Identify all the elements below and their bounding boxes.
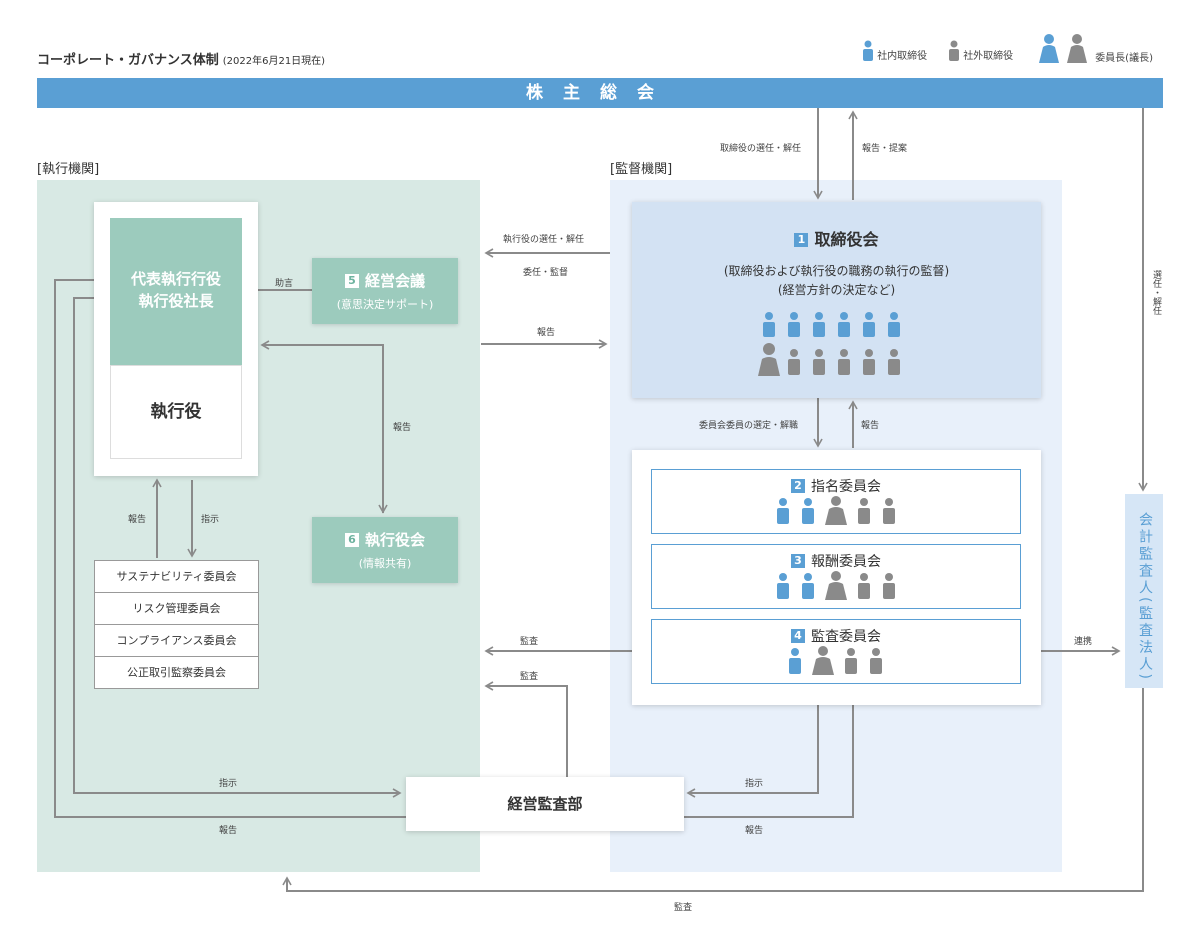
label-instruct-dept: 指示 (219, 779, 238, 789)
label-audit-bottom: 監査 (674, 903, 693, 913)
legend-chair: 委員長(議長) (1036, 34, 1153, 64)
shareholders-meeting-banner: 株主総会 (37, 78, 1163, 108)
label-audit-2: 監査 (520, 672, 539, 682)
board-members-icon (757, 312, 900, 376)
ceo-box: 代表執行行役 執行役社長 (110, 218, 242, 365)
label-report-committee: 報告 (745, 826, 764, 836)
number-badge: 2 (791, 479, 805, 493)
number-badge: 3 (791, 554, 805, 568)
legend-external: 社外取締役 (948, 40, 1013, 62)
label-report-sub: 報告 (128, 515, 147, 525)
supervision-panel-label: [監督機関] (610, 162, 673, 177)
management-meeting-sub: (意思決定サポート) (336, 298, 434, 311)
label-delegate-supervise: 委任・監督 (523, 268, 569, 278)
management-meeting-title: 5 経営会議 (312, 270, 458, 291)
list-item: コンプライアンス委員会 (95, 625, 258, 657)
audit-committee: 4 監査委員会 (651, 619, 1021, 684)
label-report-to-board: 報告 (537, 328, 556, 338)
nomination-title-text: 指名委員会 (811, 479, 881, 495)
label-instruct-sub: 指示 (201, 515, 220, 525)
label-instruct-committee: 指示 (745, 779, 764, 789)
date-note: (2022年6月21日現在) (222, 56, 326, 67)
label-officer-select: 執行役の選任・解任 (503, 235, 585, 245)
label-director-select: 取締役の選任・解任 (720, 144, 802, 154)
audit-title: 4 監査委員会 (652, 626, 1020, 646)
number-badge: 6 (344, 533, 359, 547)
execution-panel-label: [執行機関] (37, 162, 100, 177)
nomination-committee: 2 指名委員会 (651, 469, 1021, 534)
external-auditor-label: 会計監査人(監査法人) (1137, 512, 1153, 682)
legend-internal-label: 社内取締役 (877, 51, 928, 62)
list-item: リスク管理委員会 (95, 593, 258, 625)
officers-box: 執行役 (110, 365, 242, 459)
number-badge: 5 (344, 274, 359, 288)
ceo-title-2: 執行役社長 (138, 292, 214, 310)
list-item: サステナビリティ委員会 (95, 561, 258, 593)
audit-title-text: 監査委員会 (811, 629, 881, 645)
compensation-title: 3 報酬委員会 (652, 551, 1020, 571)
board-box: 1 取締役会 (取締役および執行役の職務の執行の監督) (経営方針の決定など) (632, 202, 1041, 398)
compensation-committee: 3 報酬委員会 (651, 544, 1021, 609)
person-blue-icon (863, 40, 873, 61)
chair-persons-icon (1039, 34, 1087, 63)
audit-department-box: 経営監査部 (406, 777, 684, 831)
officers-meeting-sub: (情報共有) (358, 557, 412, 570)
nomination-title: 2 指名委員会 (652, 476, 1020, 496)
label-select-dismiss: 選任・解任 (1151, 270, 1161, 315)
ceo-title-1: 代表執行行役 (130, 270, 221, 288)
number-badge: 1 (794, 233, 809, 247)
number-badge: 4 (791, 629, 805, 643)
compensation-members-icon (777, 571, 895, 600)
label-report-committees: 報告 (861, 421, 880, 431)
label-collab: 連携 (1074, 637, 1093, 647)
person-gray-icon (949, 40, 959, 61)
label-advice: 助言 (275, 279, 294, 289)
management-meeting-box: 5 経営会議 (意思決定サポート) (312, 258, 458, 324)
title-text: コーポレート・ガバナンス体制 (37, 53, 219, 68)
officers-meeting-box: 6 執行役会 (情報共有) (312, 517, 458, 583)
legend-chair-label: 委員長(議長) (1095, 53, 1153, 64)
board-sub2: (経営方針の決定など) (777, 283, 896, 297)
board-sub1: (取締役および執行役の職務の執行の監督) (723, 264, 950, 278)
officers-meeting-title-text: 執行役会 (364, 531, 425, 549)
nomination-members-icon (777, 496, 895, 525)
officers-meeting-title: 6 執行役会 (312, 529, 458, 550)
compensation-title-text: 報酬委員会 (811, 554, 881, 570)
label-report-dept: 報告 (219, 826, 238, 836)
label-audit-1: 監査 (520, 637, 539, 647)
page-title: コーポレート・ガバナンス体制(2022年6月21日現在) (37, 49, 325, 68)
audit-members-icon (789, 646, 882, 675)
list-item: 公正取引監察委員会 (127, 666, 226, 679)
sub-committees-list: サステナビリティ委員会 リスク管理委員会 コンプライアンス委員会 公正取引監察委… (94, 560, 259, 689)
legend-internal: 社内取締役 (862, 40, 927, 62)
external-auditor-box: 会計監査人(監査法人) (1125, 494, 1163, 688)
management-meeting-title-text: 経営会議 (364, 272, 425, 290)
label-member-select: 委員会委員の選定・解職 (699, 421, 799, 431)
label-report-propose: 報告・提案 (862, 144, 908, 154)
board-title: 1 取締役会 (632, 226, 1041, 250)
board-title-text: 取締役会 (814, 230, 879, 249)
label-report-officers: 報告 (393, 423, 412, 433)
legend-external-label: 社外取締役 (963, 51, 1014, 62)
